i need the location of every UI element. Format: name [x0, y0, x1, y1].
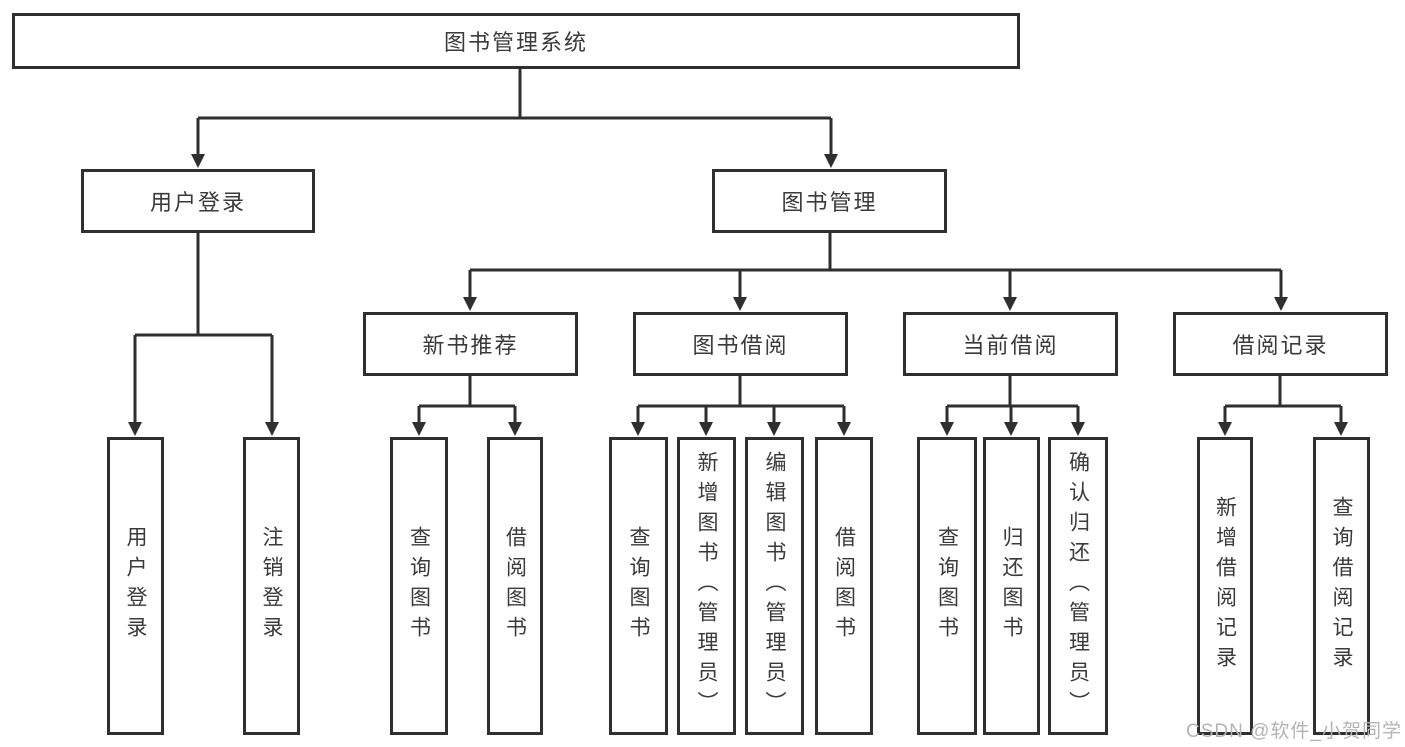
node-label: 新增图书（管理员）	[695, 451, 718, 721]
leaf-query-borrowing-record: 查询借阅记录	[1313, 437, 1370, 735]
leaf-confirm-return-admin: 确认归还（管理员）	[1048, 437, 1108, 735]
leaf-query-books-3: 查询图书	[917, 437, 977, 735]
node-label: 查询借阅记录	[1330, 496, 1353, 676]
node-label: 新增借阅记录	[1213, 496, 1237, 676]
leaf-logout: 注销登录	[243, 437, 300, 735]
node-label: 图书借阅	[692, 333, 789, 358]
node-label: 查询图书	[627, 526, 650, 646]
node-label: 借阅图书	[832, 526, 856, 646]
node-label: 用户登录	[124, 526, 147, 646]
node-label: 借阅记录	[1232, 333, 1329, 358]
leaf-add-book-admin: 新增图书（管理员）	[677, 437, 736, 735]
node-book-management: 图书管理	[712, 169, 947, 233]
node-label: 借阅图书	[503, 526, 527, 646]
node-label: 注销登录	[260, 526, 283, 646]
node-label: 查询图书	[935, 526, 959, 646]
node-library-management-system: 图书管理系统	[12, 13, 1020, 69]
node-label: 查询图书	[407, 526, 431, 646]
leaf-return-books: 归还图书	[983, 437, 1040, 735]
node-current-borrowing: 当前借阅	[903, 312, 1118, 376]
leaf-user-login: 用户登录	[107, 437, 164, 735]
node-label: 确认归还（管理员）	[1066, 451, 1090, 721]
leaf-borrow-books-2: 借阅图书	[815, 437, 873, 735]
node-label: 新书推荐	[422, 333, 519, 358]
leaf-add-borrowing-record: 新增借阅记录	[1197, 437, 1253, 735]
node-book-borrowing: 图书借阅	[633, 312, 848, 376]
node-label: 编辑图书（管理员）	[763, 451, 786, 721]
leaf-query-books-1: 查询图书	[390, 437, 448, 735]
node-label: 归还图书	[1000, 526, 1023, 646]
node-label: 用户登录	[149, 190, 246, 215]
node-label: 图书管理系统	[443, 30, 588, 55]
csdn-watermark: CSDN @软件_小贺同学	[1186, 721, 1402, 742]
node-label: 当前借阅	[962, 333, 1059, 358]
leaf-borrow-books-1: 借阅图书	[487, 437, 543, 735]
leaf-edit-book-admin: 编辑图书（管理员）	[745, 437, 804, 735]
leaf-query-books-2: 查询图书	[609, 437, 668, 735]
node-user-login: 用户登录	[81, 169, 315, 233]
node-new-book-recommendation: 新书推荐	[363, 312, 578, 376]
node-label: 图书管理	[781, 190, 878, 215]
node-borrowing-records: 借阅记录	[1173, 312, 1388, 376]
